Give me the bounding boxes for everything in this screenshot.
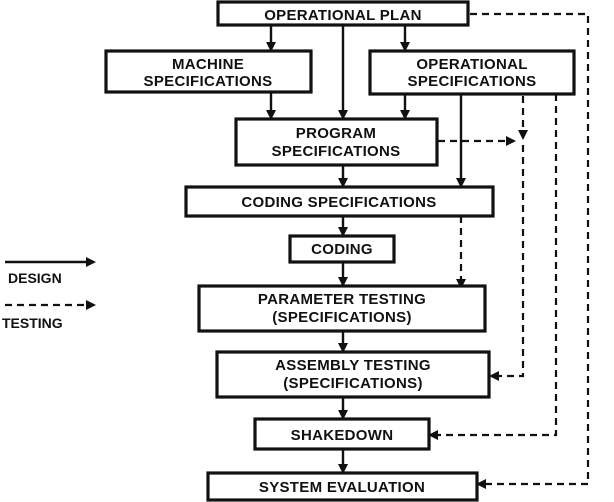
label-parameter-line-2: (SPECIFICATIONS) bbox=[272, 309, 412, 326]
label-coding: CODING bbox=[311, 241, 373, 258]
label-assembly-line-1: ASSEMBLY TESTING bbox=[275, 357, 431, 374]
legend-design-label: DESIGN bbox=[8, 270, 62, 286]
box-parameter-testing: PARAMETER TESTING (SPECIFICATIONS) bbox=[197, 284, 487, 333]
box-machine-specifications: MACHINE SPECIFICATIONS bbox=[104, 49, 313, 94]
label-operational-specs-line-2: SPECIFICATIONS bbox=[408, 73, 537, 90]
box-shakedown: SHAKEDOWN bbox=[253, 417, 431, 451]
test-arrow-operational-specs-to-shakedown bbox=[428, 94, 558, 440]
label-program-line-1: PROGRAM bbox=[296, 125, 376, 142]
legend: DESIGN TESTING bbox=[2, 257, 96, 331]
label-coding-specifications: CODING SPECIFICATIONS bbox=[241, 194, 436, 211]
label-operational-plan: OPERATIONAL PLAN bbox=[264, 7, 422, 24]
test-arrow-plan-to-system-evaluation bbox=[470, 12, 590, 489]
box-coding-specifications: CODING SPECIFICATIONS bbox=[184, 185, 495, 218]
label-operational-specs-line-1: OPERATIONAL bbox=[416, 56, 527, 73]
box-assembly-testing: ASSEMBLY TESTING (SPECIFICATIONS) bbox=[215, 350, 491, 399]
label-assembly-line-2: (SPECIFICATIONS) bbox=[283, 375, 423, 392]
box-program-specifications: PROGRAM SPECIFICATIONS bbox=[234, 117, 439, 167]
label-program-line-2: SPECIFICATIONS bbox=[272, 143, 401, 160]
label-machine-line-1: MACHINE bbox=[172, 56, 244, 73]
label-parameter-line-1: PARAMETER TESTING bbox=[258, 291, 426, 308]
test-arrow-to-assembly-testing bbox=[489, 145, 525, 381]
box-operational-plan: OPERATIONAL PLAN bbox=[216, 0, 470, 27]
box-operational-specifications: OPERATIONAL SPECIFICATIONS bbox=[368, 49, 576, 96]
box-system-evaluation: SYSTEM EVALUATION bbox=[206, 471, 479, 502]
label-machine-line-2: SPECIFICATIONS bbox=[144, 73, 273, 90]
legend-testing-label: TESTING bbox=[2, 315, 63, 331]
label-system-evaluation: SYSTEM EVALUATION bbox=[259, 479, 425, 496]
box-coding: CODING bbox=[288, 234, 396, 264]
testing-arrows bbox=[428, 12, 590, 489]
design-arrows bbox=[266, 25, 466, 474]
label-shakedown: SHAKEDOWN bbox=[291, 427, 394, 444]
